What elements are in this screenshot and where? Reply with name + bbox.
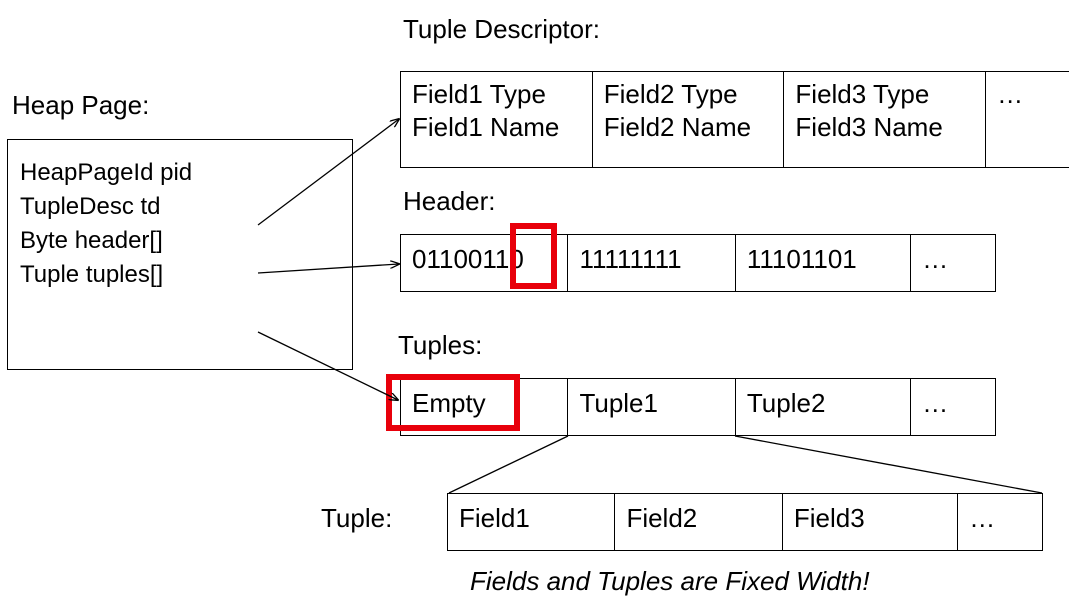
tuple-label: Tuple: <box>321 503 393 533</box>
heap-page-box: HeapPageId pid TupleDesc td Byte header[… <box>7 139 353 370</box>
tuple-descriptor-row: Field1 Type Field1 Name Field2 Type Fiel… <box>400 71 1069 168</box>
tuples-label: Tuples: <box>398 330 483 360</box>
td-ellipsis: … <box>997 79 1024 109</box>
header-cell-byte0: 01100110 <box>401 235 569 291</box>
heap-page-field-td: TupleDesc td <box>20 193 161 220</box>
td-field2-name: Field2 Name <box>603 112 752 142</box>
header-cell-ellipsis: … <box>922 244 949 274</box>
expand-line-left <box>448 435 569 494</box>
td-cell-field2: Field2 Type Field2 Name <box>593 72 785 167</box>
tuples-cell-tuple1: Tuple1 <box>568 379 736 435</box>
header-label: Header: <box>403 186 496 216</box>
expand-line-right <box>734 435 1043 494</box>
tuple-cell-field3: Field3 <box>783 494 959 550</box>
fixed-width-note: Fields and Tuples are Fixed Width! <box>470 566 870 596</box>
tuples-cell-ellipsis: … <box>922 388 949 418</box>
tuples-cell-empty: Empty <box>401 379 569 435</box>
tuple-cell-field1: Field1 <box>448 494 616 550</box>
td-cell-ellipsis: … <box>986 72 1069 167</box>
tuple-cell-ellipsis: … <box>969 503 996 533</box>
td-field3-type: Field3 Type <box>795 79 930 109</box>
heap-page-field-header: Byte header[] <box>20 227 163 254</box>
header-bit-highlight <box>510 223 557 289</box>
tuple-row: Field1 Field2 Field3 … <box>447 493 1043 551</box>
td-field1-name: Field1 Name <box>412 112 560 142</box>
header-cell-byte1: 11111111 <box>568 235 736 291</box>
td-field3-name: Field3 Name <box>795 112 943 142</box>
heap-page-field-tuples: Tuple tuples[] <box>20 261 164 288</box>
tuple-descriptor-label: Tuple Descriptor: <box>403 14 600 44</box>
empty-slot-highlight <box>386 374 520 431</box>
header-cell-byte2: 11101101 <box>736 235 912 291</box>
td-field1-type: Field1 Type <box>412 79 546 109</box>
td-cell-field3: Field3 Type Field3 Name <box>784 72 987 167</box>
td-cell-field1: Field1 Type Field1 Name <box>401 72 593 167</box>
heap-page-field-pid: HeapPageId pid <box>20 159 193 186</box>
tuples-cell-tuple2: Tuple2 <box>736 379 912 435</box>
tuple-cell-field2: Field2 <box>615 494 783 550</box>
heap-page-label: Heap Page: <box>12 90 150 120</box>
header-row: 01100110 11111111 11101101 … <box>400 234 996 292</box>
td-field2-type: Field2 Type <box>603 79 738 109</box>
